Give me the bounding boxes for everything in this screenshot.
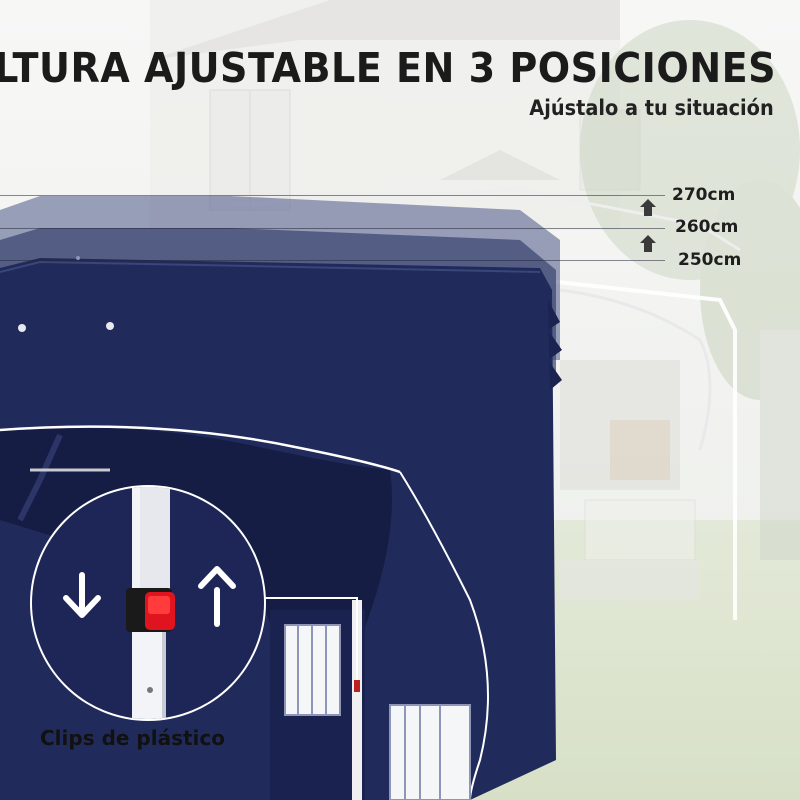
height-arrow-icon-2 xyxy=(640,235,656,252)
arrow-up-icon xyxy=(198,566,236,627)
arrow-down-icon xyxy=(63,572,101,618)
inset-caption: Clips de plástico xyxy=(40,726,225,750)
height-label-250: 250cm xyxy=(678,250,742,270)
height-arrow-icon-1 xyxy=(640,199,656,216)
clip-detail-inset xyxy=(30,485,266,721)
height-line-260 xyxy=(0,228,665,229)
sidewall-windows xyxy=(270,600,471,800)
height-line-270 xyxy=(0,195,665,196)
gazebo-frame-outline xyxy=(229,188,741,620)
height-label-270: 270cm xyxy=(672,185,736,205)
height-line-250 xyxy=(0,260,665,261)
height-label-260: 260cm xyxy=(675,217,739,237)
tree xyxy=(580,20,800,560)
callout-line xyxy=(265,597,358,680)
subheadline: Ajústalo a tu situación xyxy=(529,96,774,120)
house-background xyxy=(150,0,700,600)
headline: ALTURA AJUSTABLE EN 3 POSICIONES xyxy=(0,44,776,92)
